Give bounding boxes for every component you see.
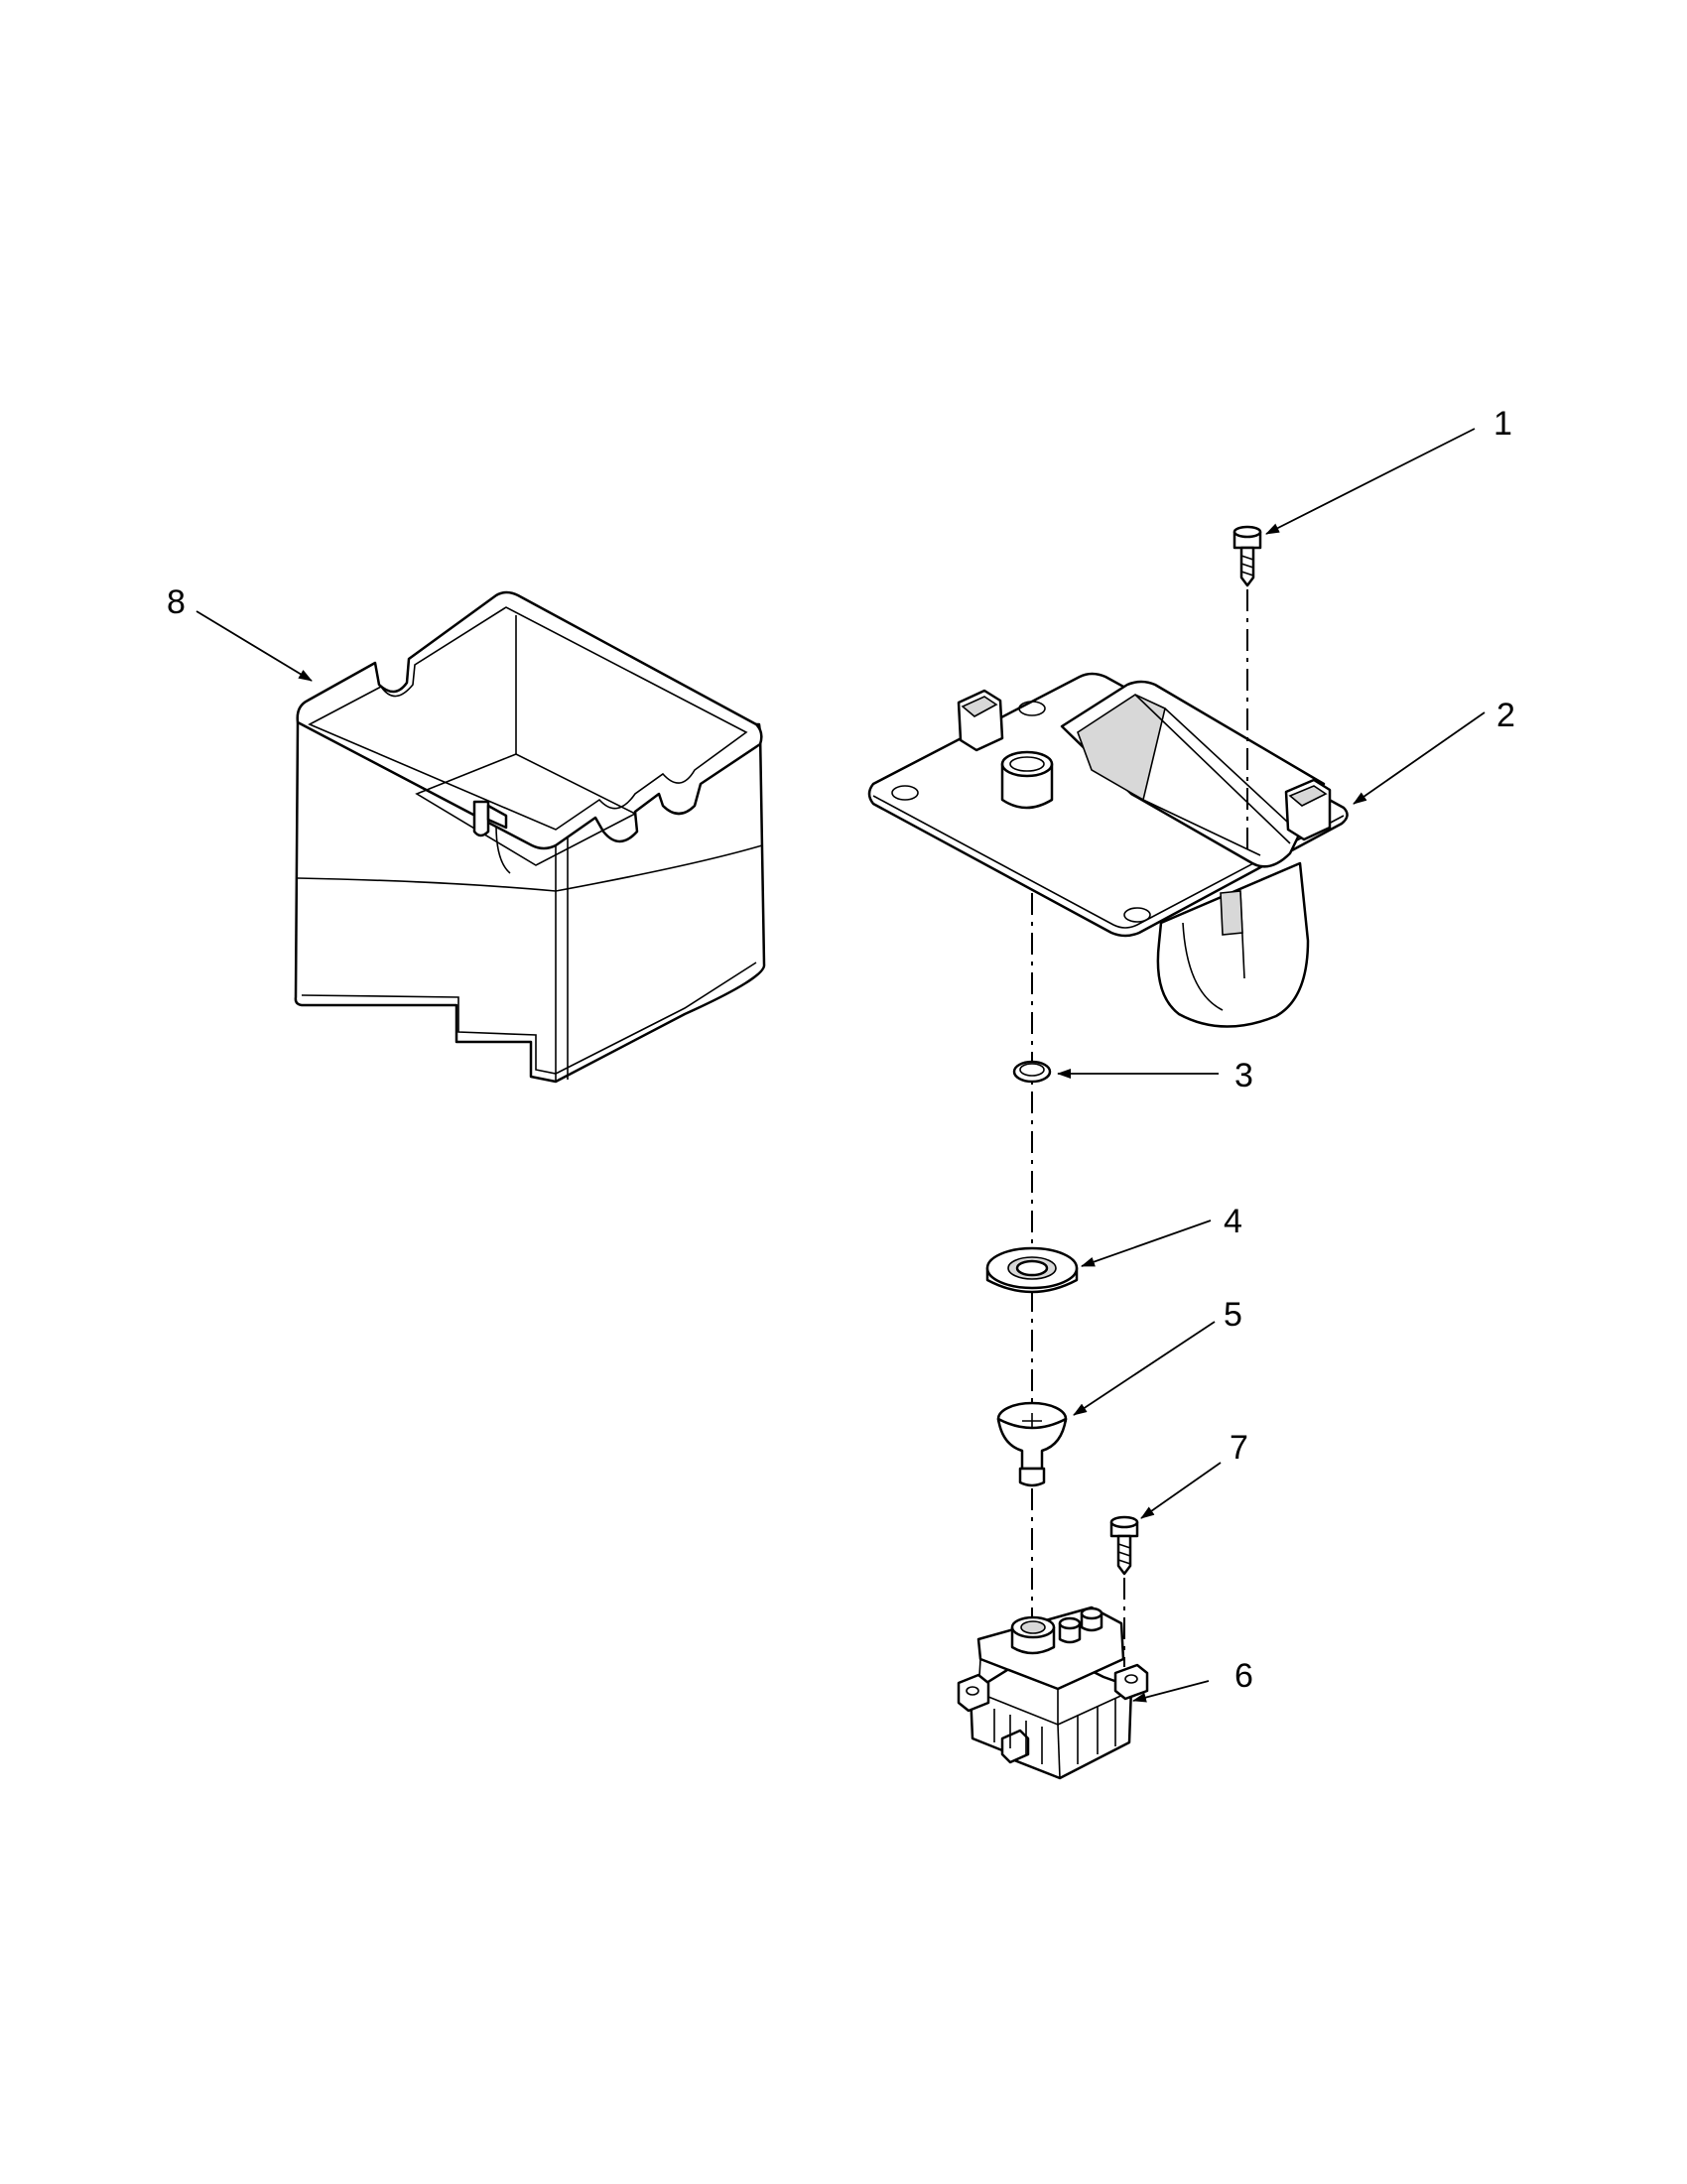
- callout-2: 2: [1496, 697, 1515, 734]
- leader-6: [1132, 1680, 1210, 1703]
- callout-5: 5: [1224, 1296, 1242, 1334]
- retaining-ring-drawing: [1012, 1060, 1052, 1084]
- auger-motor-drawing: [957, 1606, 1149, 1780]
- callout-1: 1: [1493, 405, 1512, 443]
- callout-labels: 1 2 3 4 5 6 7 8: [167, 405, 1515, 1695]
- callout-6: 6: [1234, 1657, 1253, 1695]
- leader-1: [1265, 428, 1476, 535]
- leader-4: [1081, 1220, 1212, 1267]
- callout-4: 4: [1224, 1203, 1242, 1240]
- callout-3: 3: [1234, 1057, 1253, 1094]
- callout-7: 7: [1230, 1429, 1248, 1467]
- drive-coupler-drawing: [996, 1401, 1068, 1487]
- ice-chute-housing-drawing: [867, 672, 1349, 1028]
- leader-8: [195, 610, 313, 682]
- leader-2: [1353, 711, 1486, 805]
- leader-lines: [195, 428, 1486, 1703]
- leader-7: [1140, 1462, 1222, 1519]
- leader-5: [1073, 1321, 1216, 1416]
- bearing-washer-drawing: [985, 1246, 1079, 1294]
- screw-7-drawing: [1109, 1515, 1139, 1576]
- callout-8: 8: [167, 583, 186, 621]
- screw-1-drawing: [1233, 525, 1262, 587]
- ice-bucket-drawing: [294, 590, 766, 1084]
